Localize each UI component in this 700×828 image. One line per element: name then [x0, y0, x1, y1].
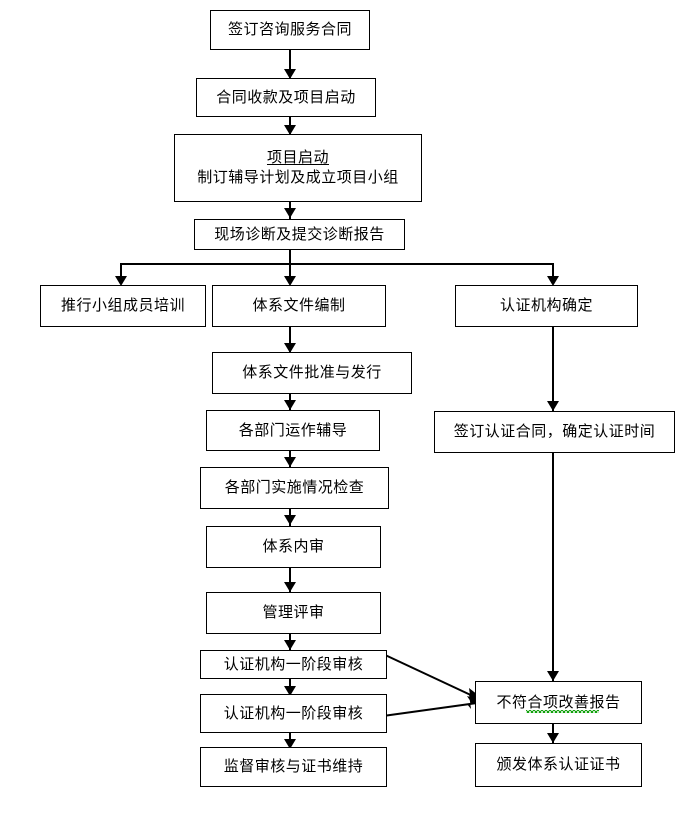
node-project-launch[interactable]: 项目启动 制订辅导计划及成立项目小组 [174, 134, 422, 202]
arrowhead-bus-to-document-prep [284, 276, 296, 286]
arrowhead-bus-to-certification-body [547, 276, 559, 286]
node-department-operation-guidance[interactable]: 各部门运作辅导 [206, 410, 380, 451]
connector-internal-audit-to-review [289, 568, 291, 592]
connector-sign-to-payment [289, 50, 291, 79]
node-label: 认证机构确定 [499, 296, 593, 315]
connector-certcontract-to-nonconformity [552, 453, 554, 681]
arrowhead-docprep-to-approval [284, 343, 296, 353]
arrowhead-certbody-to-certcontract [547, 401, 559, 411]
node-certification-body-selection[interactable]: 认证机构确定 [455, 285, 638, 327]
node-label: 各部门运作辅导 [238, 420, 348, 439]
node-label: 颁发体系认证证书 [496, 755, 621, 774]
branch-drop-left [120, 263, 122, 283]
connector-docprep-to-approval [289, 327, 291, 352]
arrowhead-approval-to-guidance [284, 400, 296, 410]
arrowhead-review-to-audit1 [284, 640, 296, 650]
node-label: 体系文件批准与发行 [242, 363, 382, 382]
node-label: 不符合项改善报告 [496, 692, 621, 714]
node-surveillance-audit-maintenance[interactable]: 监督审核与证书维持 [200, 747, 387, 787]
node-document-approval-release[interactable]: 体系文件批准与发行 [212, 352, 412, 394]
node-certification-stage-audit-2[interactable]: 认证机构一阶段审核 [200, 694, 387, 733]
spellcheck-underline [526, 710, 599, 714]
branch-drop-right [552, 263, 554, 283]
node-label-text: 不符合项改善报告 [496, 692, 621, 711]
node-sign-certification-contract[interactable]: 签订认证合同，确定认证时间 [434, 411, 675, 453]
arrowhead-internal-audit-to-review [284, 582, 296, 592]
node-label: 监督审核与证书维持 [223, 757, 364, 776]
node-internal-audit[interactable]: 体系内审 [206, 526, 381, 568]
connector-diagnosis-to-bus [289, 250, 291, 264]
arrowhead-payment-to-launch [284, 125, 296, 135]
node-label: 签订咨询服务合同 [227, 20, 352, 39]
branch-drop-middle [289, 263, 291, 283]
arrowhead-sign-to-payment [284, 69, 296, 79]
node-label: 认证机构一阶段审核 [223, 654, 364, 673]
node-label: 推行小组成员培训 [60, 296, 185, 315]
node-department-implementation-check[interactable]: 各部门实施情况检查 [200, 467, 389, 509]
branch-bus-horizontal [120, 263, 554, 265]
node-label: 体系内审 [262, 537, 325, 556]
node-label: 各部门实施情况检查 [224, 478, 365, 497]
node-label: 合同收款及项目启动 [216, 87, 356, 106]
node-label: 认证机构一阶段审核 [223, 703, 364, 722]
node-sign-consulting-contract[interactable]: 签订咨询服务合同 [210, 10, 370, 50]
arrowhead-bus-to-training [115, 276, 127, 286]
node-label: 管理评审 [262, 603, 325, 622]
node-label-detail: 制订辅导计划及成立项目小组 [197, 168, 399, 186]
node-label-heading: 项目启动 [266, 148, 329, 167]
node-system-document-preparation[interactable]: 体系文件编制 [212, 285, 386, 327]
node-certification-stage-audit-1[interactable]: 认证机构一阶段审核 [200, 650, 387, 679]
node-label: 体系文件编制 [252, 296, 346, 315]
arrowhead-nonconformity-to-certificate [547, 733, 559, 743]
arrowhead-launch-to-diagnosis [284, 208, 296, 218]
node-issue-certificate[interactable]: 颁发体系认证证书 [475, 743, 642, 787]
node-contract-payment-project-start[interactable]: 合同收款及项目启动 [196, 78, 376, 117]
node-label: 现场诊断及提交诊断报告 [214, 224, 385, 243]
arrowhead-guidance-to-check [284, 457, 296, 467]
arrowhead-check-to-internal-audit [284, 515, 296, 525]
arrowhead-audit2-to-surveillance [284, 739, 296, 749]
arrowhead-certcontract-to-nonconformity [547, 671, 559, 681]
node-label: 签订认证合同，确定认证时间 [453, 422, 656, 441]
arrowhead-audit1-to-audit2 [284, 686, 296, 696]
node-management-review[interactable]: 管理评审 [206, 592, 381, 634]
node-onsite-diagnosis[interactable]: 现场诊断及提交诊断报告 [194, 219, 405, 250]
node-nonconformity-improvement-report[interactable]: 不符合项改善报告 [475, 681, 642, 724]
node-team-member-training[interactable]: 推行小组成员培训 [40, 285, 206, 327]
connector-certbody-to-certcontract [552, 327, 554, 411]
